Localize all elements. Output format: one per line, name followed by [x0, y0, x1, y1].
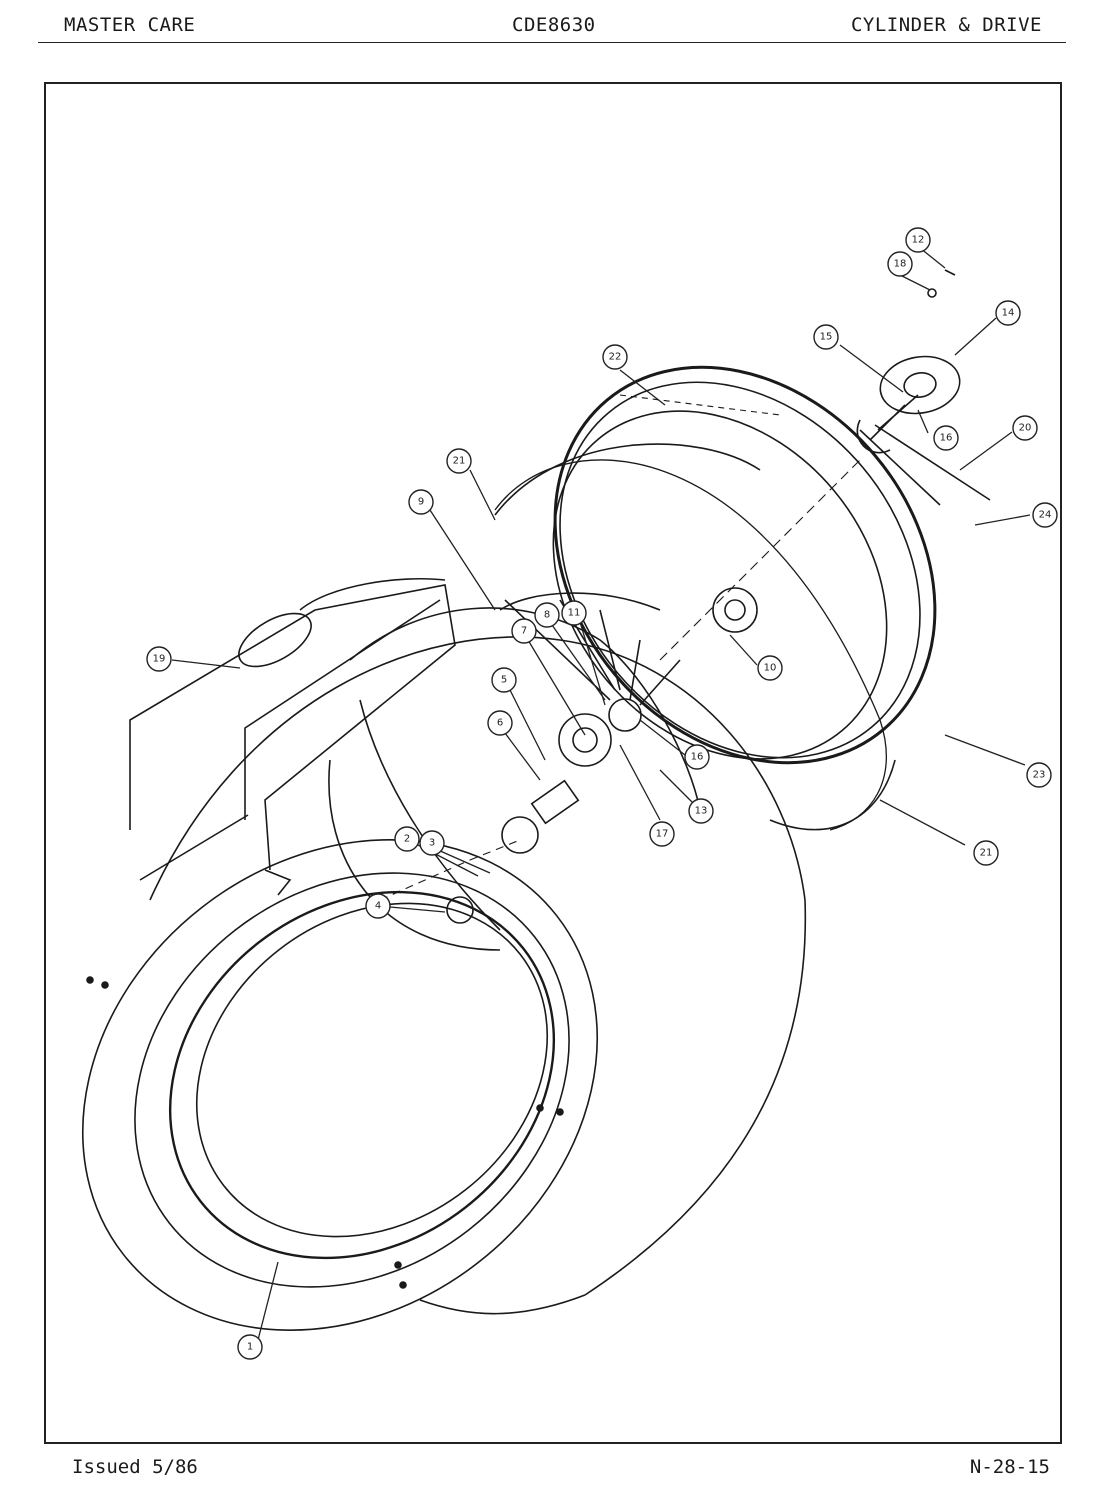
- callout-17: 17: [649, 821, 675, 847]
- callout-5: 5: [491, 667, 517, 693]
- header-brand: MASTER CARE: [64, 14, 196, 36]
- callout-14: 14: [995, 300, 1021, 326]
- callout-11: 11: [561, 600, 587, 626]
- callout-13: 13: [688, 798, 714, 824]
- callout-label: 14: [1002, 308, 1015, 319]
- callout-label: 17: [656, 829, 669, 840]
- callout-label: 19: [153, 654, 166, 665]
- callout-1: 1: [237, 1334, 263, 1360]
- footer-issue-date: Issued 5/86: [72, 1456, 198, 1478]
- callout-4: 4: [365, 893, 391, 919]
- callout-2: 2: [394, 826, 420, 852]
- callout-15: 15: [813, 324, 839, 350]
- callout-label: 4: [375, 901, 381, 912]
- callout-label: 12: [912, 235, 925, 246]
- header-divider: [38, 42, 1066, 43]
- callout-12: 12: [905, 227, 931, 253]
- callout-6: 6: [487, 710, 513, 736]
- callout-21: 21: [446, 448, 472, 474]
- callout-label: 9: [418, 497, 424, 508]
- callout-16: 16: [933, 425, 959, 451]
- callout-24: 24: [1032, 502, 1058, 528]
- callout-23: 23: [1026, 762, 1052, 788]
- header-section-title: CYLINDER & DRIVE: [850, 14, 1042, 36]
- callout-22: 22: [602, 344, 628, 370]
- callout-label: 5: [501, 675, 507, 686]
- callout-label: 16: [940, 433, 953, 444]
- callout-label: 21: [980, 848, 993, 859]
- callout-label: 2: [404, 834, 410, 845]
- callout-label: 22: [609, 352, 622, 363]
- callout-label: 8: [544, 610, 550, 621]
- callout-7: 7: [511, 618, 537, 644]
- callout-16: 16: [684, 744, 710, 770]
- callout-label: 20: [1019, 423, 1032, 434]
- diagram-frame: [44, 82, 1062, 1444]
- callout-label: 13: [695, 806, 708, 817]
- callout-label: 10: [764, 663, 777, 674]
- callout-19: 19: [146, 646, 172, 672]
- callout-label: 18: [894, 259, 907, 270]
- callout-label: 7: [521, 626, 527, 637]
- callout-21: 21: [973, 840, 999, 866]
- callout-label: 21: [453, 456, 466, 467]
- callout-18: 18: [887, 251, 913, 277]
- header-model-number: CDE8630: [512, 14, 596, 36]
- callout-8: 8: [534, 602, 560, 628]
- callout-label: 24: [1039, 510, 1052, 521]
- callout-9: 9: [408, 489, 434, 515]
- callout-label: 16: [691, 752, 704, 763]
- leader-lines: [171, 247, 1031, 1341]
- footer-page-number: N-28-15: [969, 1456, 1050, 1478]
- callout-label: 1: [247, 1342, 253, 1353]
- callout-label: 3: [429, 838, 435, 849]
- callout-label: 23: [1033, 770, 1046, 781]
- callout-10: 10: [757, 655, 783, 681]
- callout-label: 15: [820, 332, 833, 343]
- drum-linework: [82, 269, 991, 1331]
- callout-3: 3: [419, 830, 445, 856]
- callout-20: 20: [1012, 415, 1038, 441]
- callout-label: 6: [497, 718, 503, 729]
- callout-label: 11: [568, 608, 581, 619]
